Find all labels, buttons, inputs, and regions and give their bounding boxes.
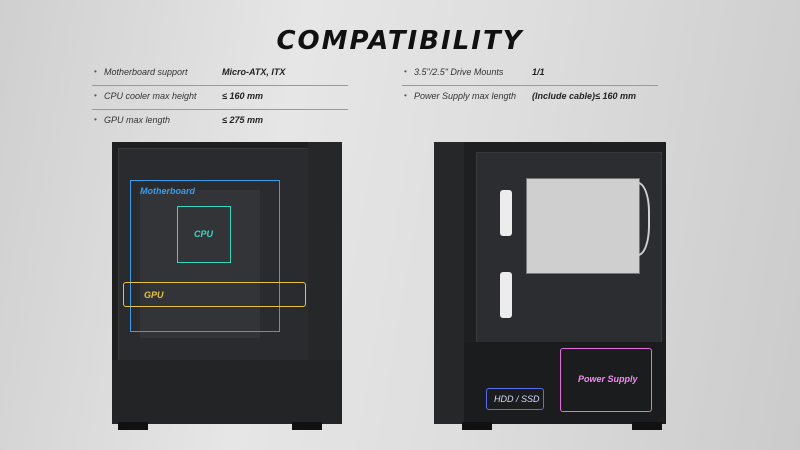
spec-value: (Include cable)≤ 160 mm: [532, 91, 636, 101]
spec-label: Motherboard support: [104, 67, 188, 77]
spec-row: • GPU max length ≤ 275 mm: [92, 110, 348, 133]
cable-slot: [500, 190, 512, 236]
case-foot: [632, 422, 662, 430]
spec-label: GPU max length: [104, 115, 171, 125]
hdd-ssd-area: HDD / SSD: [486, 388, 544, 410]
spec-value: ≤ 275 mm: [222, 115, 263, 125]
case-right-view: HDD / SSD Power Supply: [434, 142, 666, 430]
bullet: •: [404, 91, 407, 100]
gpu-area: GPU: [123, 282, 306, 307]
spec-value: 1/1: [532, 67, 545, 77]
fan-ring: [620, 182, 650, 256]
page-title: COMPATIBILITY: [276, 26, 524, 56]
hdd-ssd-label: HDD / SSD: [494, 394, 540, 404]
spec-value: ≤ 160 mm: [222, 91, 263, 101]
spec-label: Power Supply max length: [414, 91, 517, 101]
case-foot: [292, 422, 322, 430]
gpu-label: GPU: [144, 290, 164, 300]
spec-value: Micro-ATX, ITX: [222, 67, 286, 77]
spec-row: • Motherboard support Micro-ATX, ITX: [92, 62, 348, 86]
psu-shroud: [112, 360, 342, 424]
case-foot: [462, 422, 492, 430]
spec-label: 3.5"/2.5" Drive Mounts: [414, 67, 504, 77]
bullet: •: [94, 67, 97, 76]
bullet: •: [404, 67, 407, 76]
power-supply-label: Power Supply: [578, 374, 638, 384]
cpu-area: CPU: [177, 206, 231, 263]
spec-row: • Power Supply max length (Include cable…: [402, 86, 658, 109]
spec-label: CPU cooler max height: [104, 91, 197, 101]
specs-right: • 3.5"/2.5" Drive Mounts 1/1 • Power Sup…: [402, 62, 658, 109]
motherboard-label: Motherboard: [140, 186, 195, 196]
bullet: •: [94, 115, 97, 124]
motherboard-tray: [140, 190, 260, 338]
spec-row: • 3.5"/2.5" Drive Mounts 1/1: [402, 62, 658, 86]
case-foot: [118, 422, 148, 430]
psu-shroud: [464, 342, 666, 424]
cpu-label: CPU: [194, 229, 214, 239]
bullet: •: [94, 91, 97, 100]
motherboard-area: Motherboard: [130, 180, 280, 332]
specs-left: • Motherboard support Micro-ATX, ITX • C…: [92, 62, 348, 133]
case-left-view: Motherboard CPU GPU: [112, 142, 342, 430]
side-panel: [434, 142, 464, 424]
cable-slot: [500, 272, 512, 318]
spec-row: • CPU cooler max height ≤ 160 mm: [92, 86, 348, 110]
power-supply-area: Power Supply: [560, 348, 652, 412]
